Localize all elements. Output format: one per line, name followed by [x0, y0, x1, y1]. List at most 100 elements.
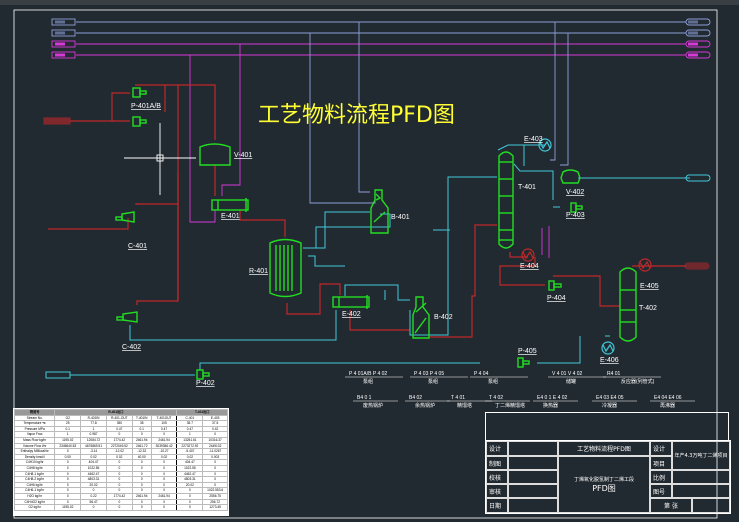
pump-p404: [548, 280, 562, 291]
tb-field[interactable]: [672, 484, 730, 498]
table-cell: 0: [131, 498, 152, 506]
legend-tags: R4 01: [607, 371, 621, 377]
label-p404: P-404: [547, 295, 566, 302]
reboiler-e406: [601, 341, 615, 355]
utility-outlet-flag: [685, 40, 711, 48]
legend-tags: E4 03 E4 05: [596, 395, 624, 401]
table-group-header: R-401出口: [54, 409, 178, 416]
table-cell: 37.5: [202, 420, 228, 427]
tb-field[interactable]: [692, 498, 730, 513]
tb-label: 图号: [650, 484, 672, 498]
table-cell: 0: [105, 504, 133, 511]
table-cell: 0: [131, 464, 152, 472]
table-row-label: H2O kg/hr: [13, 492, 56, 500]
legend-tags: T 4 02: [489, 395, 503, 401]
tb-field[interactable]: [508, 498, 558, 513]
label-b402: B-402: [434, 314, 453, 321]
table-group-header-row: 物流号 R-401出口 T-401出口: [13, 409, 228, 416]
label-t401: T-401: [518, 184, 536, 191]
legend-name: 储罐: [566, 378, 576, 385]
table-row-label: C4H6-1 kg/hr: [13, 487, 56, 494]
title-block-upper-frame: [485, 412, 729, 440]
tb-label: 设计: [650, 441, 672, 456]
legend-name: 余热锅炉: [415, 402, 435, 409]
tb-label: 制图: [486, 456, 508, 470]
table-row-label: C4H8 kg/hr: [13, 464, 56, 472]
utility-inlet-flag: [51, 51, 76, 59]
table-cell: 0: [202, 481, 228, 489]
table-cell: 0: [131, 481, 152, 489]
tb-field[interactable]: [508, 484, 558, 498]
table-cell: 4462.47: [176, 470, 204, 478]
utility-inlet-flag: [51, 18, 76, 26]
vessel-v402: [560, 169, 581, 184]
table-cell: 1195.02: [54, 504, 82, 511]
legend-name: 再沸器: [660, 402, 675, 409]
drawing-title: 工艺物料流程PFD图: [258, 103, 455, 128]
utility-outlet-flag: [685, 18, 711, 26]
table-cell: 0: [131, 431, 152, 438]
equipment-labels: P-401A/B V-401 E-401 C-401 R-401 B-401 E…: [122, 103, 659, 387]
table-row-label: O2 kg/hr: [13, 504, 56, 511]
process-lines-cyan: [45, 144, 711, 379]
utility-headers: [51, 18, 711, 258]
column-t401: [498, 151, 514, 249]
pump-p402: [196, 369, 210, 380]
table-cell: 20.02: [176, 481, 204, 489]
label-e402: E-402: [342, 311, 361, 318]
table-cell: 0: [202, 470, 228, 478]
feed-inlet-flag: [45, 371, 71, 379]
tb-field[interactable]: [508, 456, 558, 470]
label-v402: V-402: [566, 189, 584, 196]
tb-field[interactable]: [508, 470, 558, 484]
table-cell: -11.0267: [202, 448, 228, 455]
pump-p403: [570, 202, 583, 213]
table-row-label: Mass Flow kg/hr: [13, 437, 56, 444]
legend-name: 丁二烯精馏塔: [495, 402, 525, 409]
product-outlet-flag: [685, 174, 711, 182]
table-cell: 0.47: [176, 425, 204, 433]
table-cell: 0: [176, 492, 204, 500]
table-cell: 13251.61: [176, 437, 204, 444]
legend-tags: P 4 04: [474, 371, 489, 377]
table-row-label: Vapor Frac: [13, 431, 56, 438]
feed-inlet-flag: [43, 117, 71, 125]
tb-field[interactable]: [508, 441, 558, 456]
top-toolbar-strip: [0, 0, 739, 5]
table-cell: 2449132: [202, 442, 228, 450]
table-cell: 0: [131, 470, 152, 478]
product-outlet-flag: [684, 262, 710, 270]
legend-name: 精馏塔: [457, 402, 472, 409]
table-cell: 0: [131, 487, 152, 494]
legend-name: 泵组: [488, 378, 498, 385]
tb-drawing-subtitle: 丁烯氧化脱氢制丁二烯工段 PFD图: [558, 456, 650, 513]
label-e405: E-405: [640, 283, 659, 290]
table-cell: 404.47: [176, 459, 204, 466]
label-p403: P-403: [566, 212, 585, 219]
legend-tags: P 4 01A/B P 4 02: [349, 371, 387, 377]
tb-label: 设计: [486, 441, 508, 456]
table-cell: 40.00: [131, 453, 152, 461]
table-cell: -5.407: [176, 448, 204, 455]
table-cell: 0: [131, 459, 152, 466]
legend-name: 废热锅炉: [363, 402, 383, 409]
table-column-header: T-401IN: [131, 414, 152, 422]
table-cell: 0: [131, 476, 152, 483]
column-t402: [619, 267, 637, 342]
label-p405: P-405: [518, 348, 537, 355]
tb-field[interactable]: [672, 470, 730, 484]
label-e401: E-401: [221, 213, 240, 220]
table-cell: 10316.37: [202, 437, 228, 444]
table-cell: 0: [202, 431, 228, 438]
equipment: [115, 87, 637, 380]
label-c402: C-402: [122, 344, 141, 351]
